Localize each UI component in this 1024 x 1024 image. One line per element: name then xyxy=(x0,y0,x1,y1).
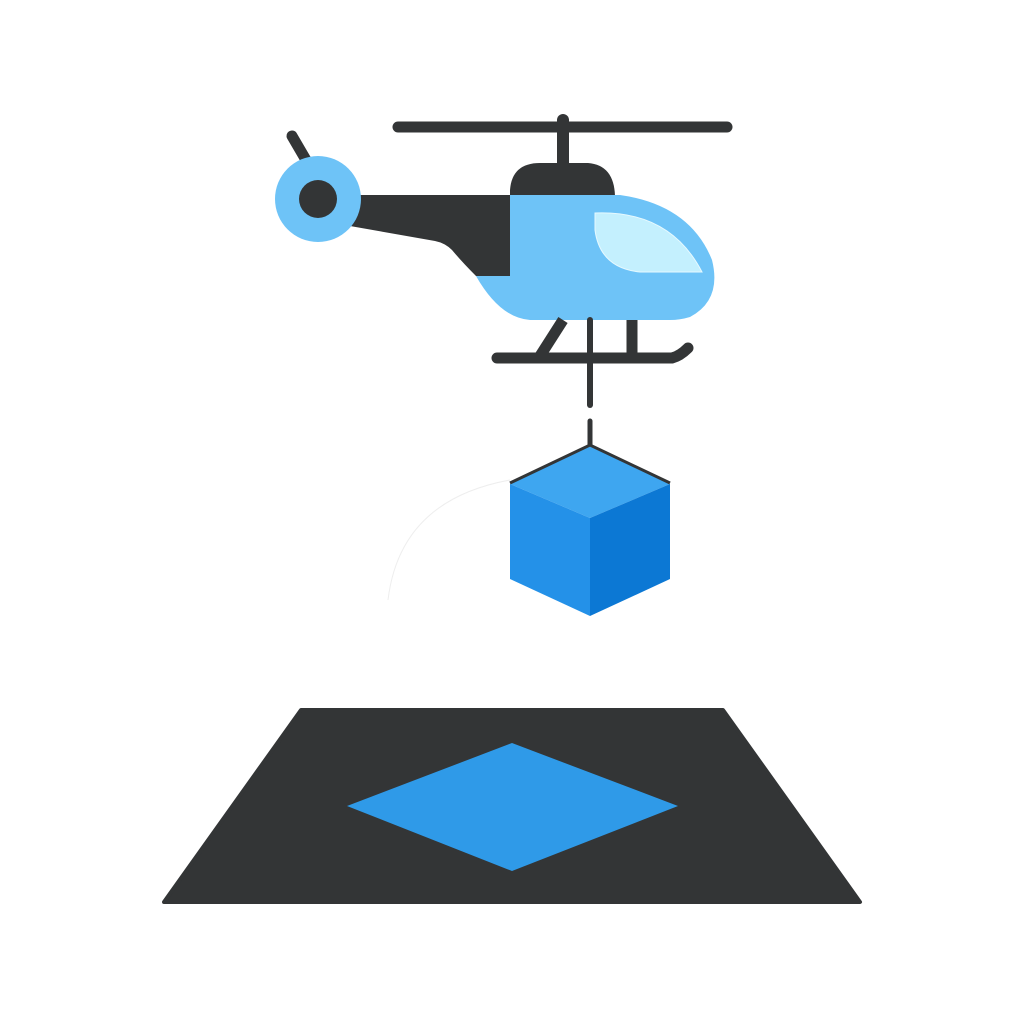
landing-target-diamond xyxy=(347,743,678,871)
helicopter xyxy=(275,114,733,364)
cargo-box xyxy=(509,443,671,616)
tail-fin xyxy=(286,130,312,166)
skid-strut-left xyxy=(535,317,568,359)
cockpit-window xyxy=(594,212,703,273)
landing-pad xyxy=(162,708,862,904)
tail-boom xyxy=(350,195,512,276)
cube-harness xyxy=(509,443,671,485)
cube-left-face xyxy=(510,484,590,616)
cabin-dome xyxy=(510,163,615,196)
motion-arc xyxy=(387,479,511,601)
tail-rotor-hub xyxy=(299,180,337,218)
cube-right-face xyxy=(590,484,670,616)
cube-top-face xyxy=(510,446,670,518)
landing-skid xyxy=(491,342,694,364)
